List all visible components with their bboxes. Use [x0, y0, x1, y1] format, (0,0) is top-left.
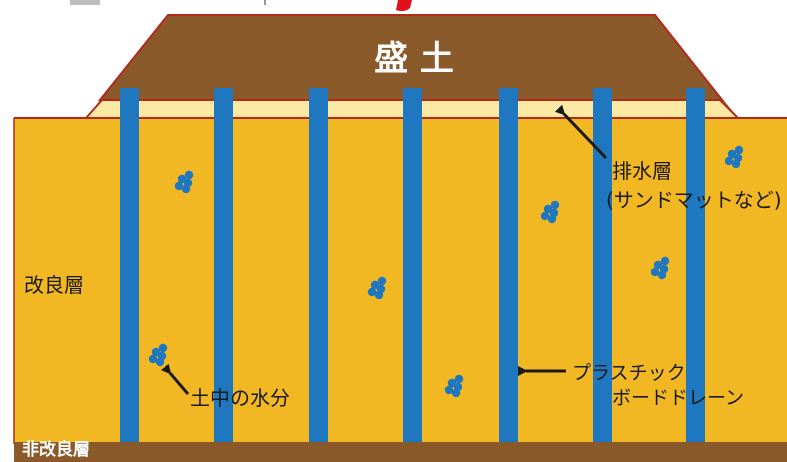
embankment-label: 盛 土: [374, 39, 454, 79]
top-accent-tick: [264, 0, 266, 5]
embankment-shape: [97, 14, 725, 101]
drain-4: [403, 88, 422, 442]
drainage-layer-label-line2: (サンドマットなど): [606, 188, 782, 212]
plastic-drain-label-line2: ボードドレーン: [612, 387, 744, 409]
top-accent-mark: [396, 0, 412, 12]
drain-3: [309, 88, 328, 442]
sand-mat-left-edge: [85, 99, 103, 119]
top-left-fragment: [70, 0, 100, 5]
drainage-layer-label-line1: 排水層: [612, 159, 672, 183]
unimproved-layer-label: 非改良層: [22, 439, 90, 460]
drain-1: [120, 88, 139, 442]
plastic-drains: [120, 88, 705, 442]
drain-7: [686, 88, 705, 442]
improved-layer: [14, 118, 787, 444]
arrow-icon: [160, 363, 190, 395]
drain-6: [593, 88, 612, 442]
soil-moisture-label: 土中の水分: [190, 386, 290, 410]
unimproved-layer: [14, 442, 787, 462]
plastic-drain-label-line1: プラスチック: [572, 362, 686, 384]
drain-5: [499, 88, 518, 442]
improved-layer-label: 改良層: [24, 273, 84, 297]
arrow-icon: [554, 104, 608, 160]
drain-2: [214, 88, 233, 442]
sand-mat-right-edge: [719, 99, 739, 119]
